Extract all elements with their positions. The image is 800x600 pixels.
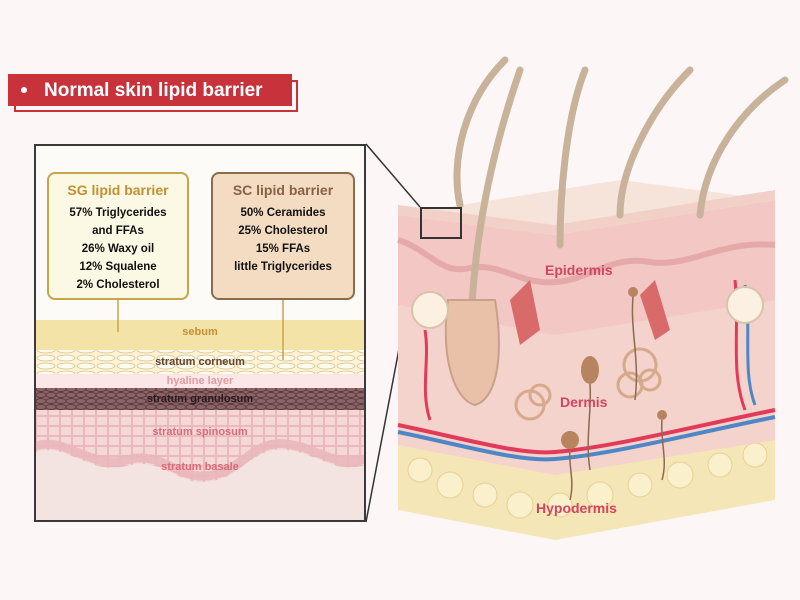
stratum-basale-band (36, 439, 364, 481)
hypodermis-label: Hypodermis (536, 500, 617, 516)
hyaline-layer (36, 374, 364, 388)
page-title: Normal skin lipid barrier (44, 80, 263, 101)
sg-lipid-title: SG lipid barrier (67, 182, 169, 198)
title-banner-box: Normal skin lipid barrier (8, 74, 292, 106)
stratum-basale-label: stratum basale (161, 461, 239, 473)
stratum-corneum-label: stratum corneum (155, 356, 245, 368)
sc-lipid-item: little Triglycerides (234, 261, 332, 273)
sg-lipid-item: 2% Cholesterol (76, 279, 160, 291)
stratum-granulosum-label: stratum granulosum (146, 393, 254, 405)
sg-lipid-item: 12% Squalene (79, 261, 157, 273)
sebum-label: sebum (182, 326, 218, 338)
epidermis-label: Epidermis (545, 262, 613, 278)
zoom-region-indicator (420, 207, 462, 239)
sc-lipid-item: 15% FFAs (255, 243, 311, 255)
sg-lipid-item: and FFAs (92, 225, 144, 237)
bullet-icon (21, 87, 27, 93)
stratum-corneum-layer (36, 350, 364, 374)
skin-layers-panel: SG lipid barrier 57% Triglycerides and F… (34, 144, 366, 522)
dermis-boundary (36, 449, 364, 520)
sebum-layer (36, 320, 364, 350)
sg-lipid-barrier-box: SG lipid barrier 57% Triglycerides and F… (47, 172, 189, 300)
sg-lipid-item: 57% Triglycerides (69, 207, 167, 219)
sc-lipid-barrier-box: SC lipid barrier 50% Ceramides 25% Chole… (211, 172, 355, 300)
hyaline-layer-label: hyaline layer (166, 375, 234, 387)
sc-lipid-title: SC lipid barrier (232, 182, 334, 198)
skin-cross-section-illustration (397, 56, 789, 540)
stratum-spinosum-label: stratum spinosum (152, 426, 248, 438)
title-banner: Normal skin lipid barrier (8, 74, 298, 112)
sc-lipid-item: 25% Cholesterol (238, 225, 328, 237)
dermis-label: Dermis (560, 394, 608, 410)
epidermis-layers-illustration (36, 300, 364, 520)
sc-lipid-item: 50% Ceramides (240, 207, 326, 219)
sg-lipid-item: 26% Waxy oil (81, 243, 155, 255)
stratum-granulosum-layer (36, 388, 364, 410)
